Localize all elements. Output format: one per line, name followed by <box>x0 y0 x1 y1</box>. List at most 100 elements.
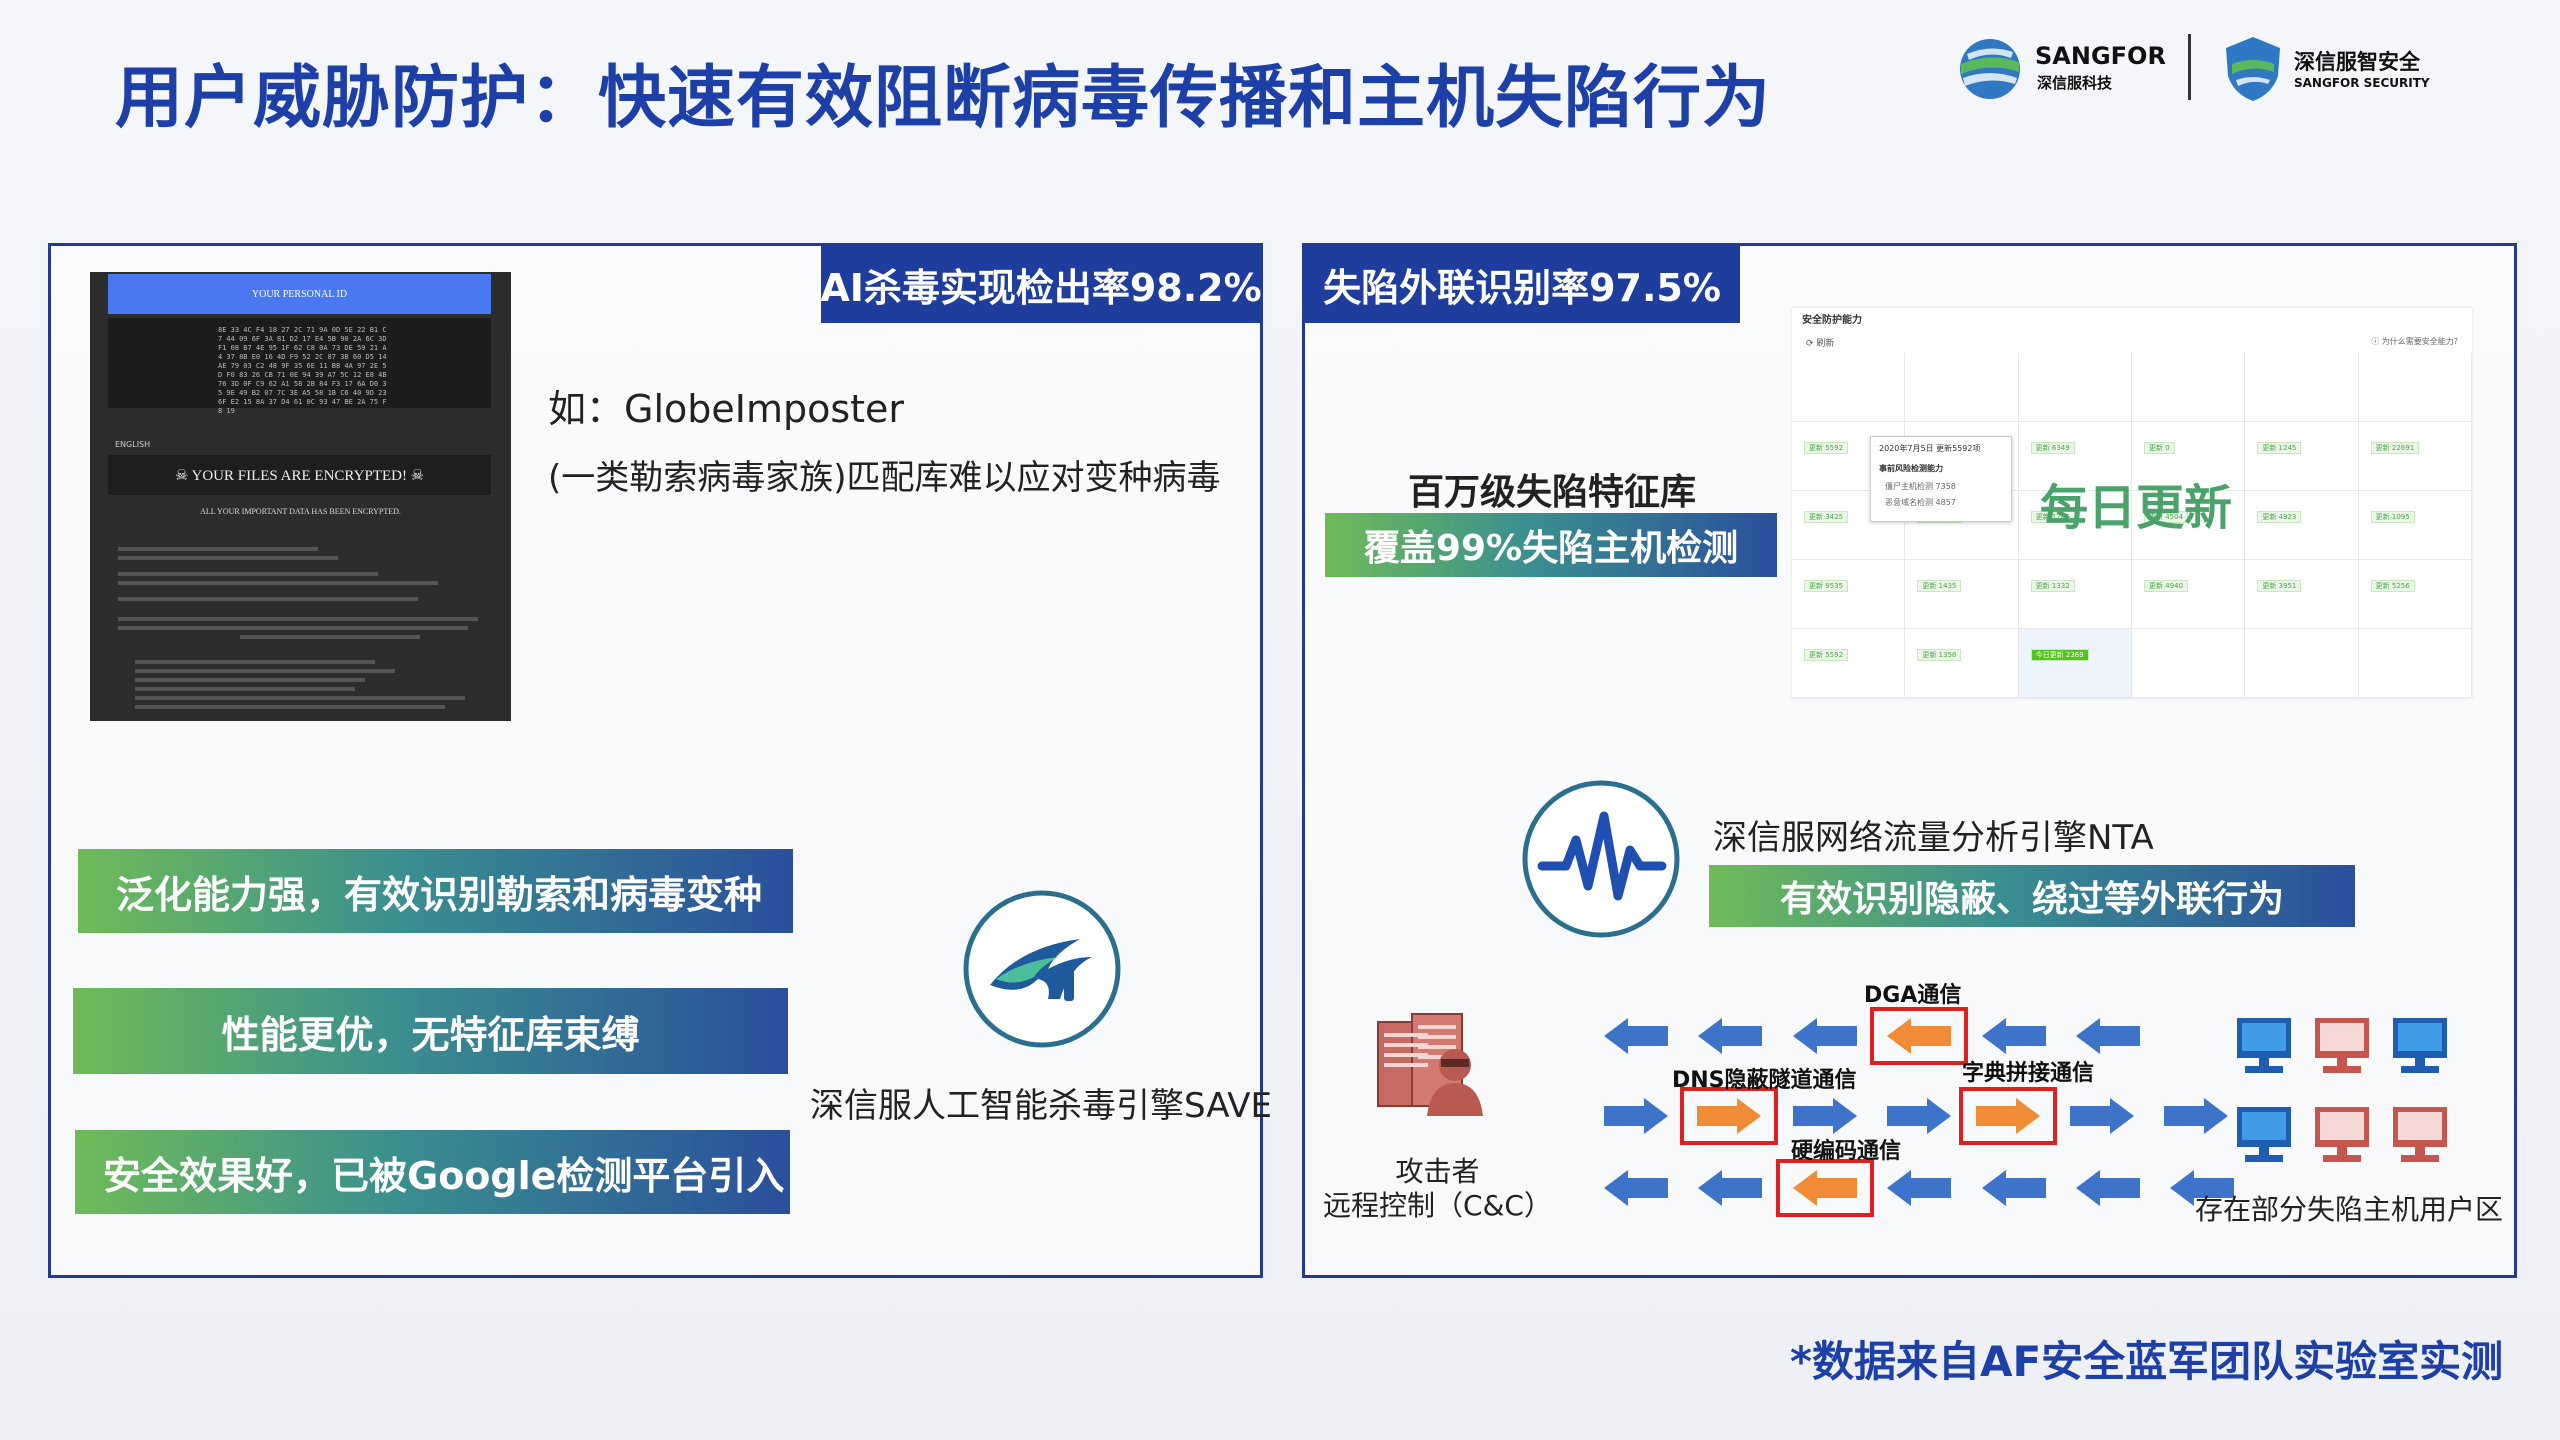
shield-icon <box>2226 37 2280 101</box>
flow-arrow <box>1604 1018 1668 1054</box>
ransom-id-hex: 8E 33 4C F4 18 27 2C 71 9A 0D 5E 22 B1 C… <box>218 326 387 415</box>
calendar-update-chip: 更新 5592 <box>1804 649 1849 661</box>
calendar-update-chip: 更新 4940 <box>2144 580 2189 592</box>
nta-engine-title: 深信服网络流量分析引擎NTA <box>1713 818 2154 858</box>
security-logo-text: 深信服智安全 <box>2294 50 2420 74</box>
update-calendar-screenshot: 安全防护能力 ⟳ 刷新 ⓘ 为什么需要安全能力? 更新 5592 更新 1358 更… <box>1792 308 2472 698</box>
calendar-header: 安全防护能力 <box>1802 315 1862 326</box>
flow-arrow <box>2070 1098 2134 1134</box>
flow-arrow <box>2170 1170 2234 1206</box>
calendar-refresh: ⟳ 刷新 <box>1806 339 1835 349</box>
calendar-cell <box>2132 422 2246 491</box>
calendar-update-chip: 更新 1332 <box>2030 580 2075 592</box>
save-engine-label: 深信服人工智能杀毒引擎SAVE <box>810 1086 1273 1126</box>
ransom-text-line <box>135 678 365 682</box>
flow-arrow <box>2076 1018 2140 1054</box>
flow-arrow <box>2076 1170 2140 1206</box>
attacker-label-line1: 攻击者 <box>1395 1155 1480 1188</box>
calendar-cell <box>2132 560 2246 629</box>
flow-arrow <box>1982 1018 2046 1054</box>
calendar-update-chip: 更新 1358 <box>1917 649 1962 661</box>
sangfor-logo: SANGFOR 深信服科技 <box>1955 32 2195 112</box>
ransom-text-line <box>118 581 438 585</box>
calendar-cell <box>2358 491 2472 560</box>
attacker-server-icon <box>1377 1013 1483 1116</box>
flow-arrow <box>1698 1018 1762 1054</box>
coverage-bar: 覆盖99%失陷主机检测 <box>1325 513 1777 577</box>
ransom-text-line <box>118 617 478 621</box>
pc-icon <box>2237 1107 2291 1162</box>
calendar-update-chip: 更新 3951 <box>2257 580 2302 592</box>
flow-arrow <box>1793 1170 1857 1206</box>
calendar-cell <box>2018 560 2132 629</box>
ransom-text-line <box>135 669 395 673</box>
nta-description-bar: 有效识别隐蔽、绕过等外联行为 <box>1709 865 2355 927</box>
page-title: 用户威胁防护：快速有效阻断病毒传播和主机失陷行为 <box>115 59 1772 138</box>
flow-arrow <box>1698 1170 1762 1206</box>
ransom-language: ENGLISH <box>115 440 151 449</box>
calendar-update-chip: 更新 5256 <box>2370 580 2415 592</box>
popup-row: 恶意域名检测 4857 <box>1885 498 1956 507</box>
highlight-boxes <box>1680 1007 2057 1217</box>
calendar-cell <box>2245 422 2359 491</box>
daily-update-label: 每日更新 <box>2040 480 2233 536</box>
calendar-cell <box>2358 560 2472 629</box>
popup-row: 僵尸主机检测 7358 <box>1885 482 1956 491</box>
sangfor-logo-subtext: 深信服科技 <box>2037 74 2113 92</box>
calendar-cell <box>2018 353 2132 422</box>
compromised-pc-icon <box>2315 1107 2369 1162</box>
compromised-users-label: 存在部分失陷主机用户区 <box>2195 1193 2504 1226</box>
logo-divider <box>2188 34 2191 100</box>
calendar-cell <box>1905 560 2019 629</box>
attacker-label-line2: 远程控制（C&C） <box>1323 1189 1552 1222</box>
calendar-update-chip: 更新 22691 <box>2370 442 2420 454</box>
calendar-update-chip: 更新 3425 <box>1804 511 1849 523</box>
cc-traffic-diagram <box>1377 1007 2447 1217</box>
benefit-effectiveness: 安全效果好，已被Google检测平台引入 <box>75 1130 790 1214</box>
flow-arrow <box>1604 1098 1668 1134</box>
popup-date: 2020年7月5日 更新5592项 <box>1879 444 1981 453</box>
flow-arrow <box>1887 1098 1951 1134</box>
ai-detection-rate-tag: AI杀毒实现检出率98.2% <box>820 245 1262 323</box>
ransom-text-line <box>135 660 375 664</box>
compromised-host-area <box>2237 1018 2447 1162</box>
calendar-cell <box>1905 629 2019 698</box>
ransom-text-line <box>118 556 338 560</box>
calendar-update-chip: 更新 1095 <box>2370 511 2415 523</box>
calendar-cell <box>2132 491 2246 560</box>
calendar-cell <box>2245 353 2359 422</box>
pc-icon <box>2237 1018 2291 1073</box>
example-description: (一类勒索病毒家族)匹配库难以应对变种病毒 <box>548 458 1221 498</box>
ransom-text-line <box>240 635 420 639</box>
calendar-help: ⓘ 为什么需要安全能力? <box>2371 337 2458 346</box>
calendar-cell <box>2245 629 2359 698</box>
calendar-cell <box>2018 422 2132 491</box>
calendar-cell <box>2358 422 2472 491</box>
ransom-text-line <box>118 572 378 576</box>
ransom-text-line <box>118 597 418 601</box>
calendar-update-chip: 更新 1435 <box>1917 580 1962 592</box>
globe-icon <box>1960 39 2020 99</box>
dns-tunnel-label: DNS隐蔽隧道通信 <box>1672 1068 1857 1093</box>
calendar-cell <box>2018 491 2132 560</box>
traffic-arrows <box>1604 1018 2234 1206</box>
sangfor-security-logo: 深信服智安全 SANGFOR SECURITY <box>2222 32 2442 112</box>
compromised-pc-icon <box>2315 1018 2369 1073</box>
ransom-id-block: 8E 33 4C F4 18 27 2C 71 9A 0D 5E 22 B1 C… <box>108 318 491 415</box>
calendar-update-chip: 更新 1785 <box>2030 511 2075 523</box>
data-source-footnote: *数据来自AF安全蓝军团队实验室实测 <box>1790 1337 2504 1386</box>
calendar-popup: 2020年7月5日 更新5592项 事前风险检测能力 僵尸主机检测 7358 恶… <box>1870 436 2012 522</box>
calendar-update-chip: 更新 9535 <box>1804 580 1849 592</box>
ransom-encrypted-banner: ☠ YOUR FILES ARE ENCRYPTED! ☠ <box>108 455 491 495</box>
sangfor-logo-text: SANGFOR <box>2035 42 2166 70</box>
pulse-icon <box>1520 778 1682 940</box>
flow-arrow <box>1887 1170 1951 1206</box>
pc-icon <box>2393 1018 2447 1073</box>
calendar-cell <box>2358 353 2472 422</box>
hardcode-label: 硬编码通信 <box>1791 1139 1902 1164</box>
popup-title: 事前风险检测能力 <box>1879 464 1943 473</box>
calendar-update-chip: 更新 6349 <box>2030 442 2075 454</box>
flow-arrow <box>2164 1098 2228 1134</box>
ransom-text-line <box>135 705 445 709</box>
calendar-cell <box>1905 491 2019 560</box>
